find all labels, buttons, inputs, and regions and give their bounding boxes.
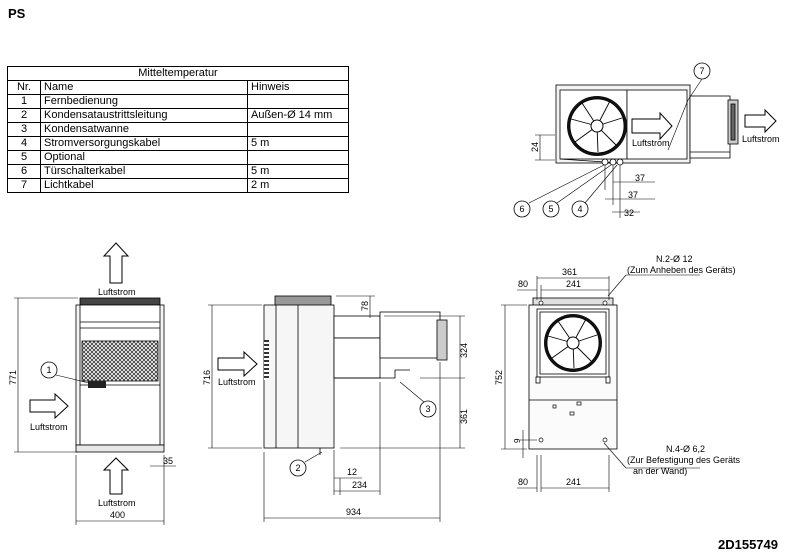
callout-2-label: 2 [295,463,300,473]
dim-side-324: 324 [459,343,469,358]
callout-6-label: 6 [519,204,524,214]
callout-7: 7 [693,62,711,80]
callout-4-label: 4 [577,204,582,214]
back-mounting-holes [538,300,608,443]
dim-top-37a: 37 [635,173,645,183]
holes-wall-label: N.4-Ø 6,2 [666,444,705,454]
dim-top-37b: 37 [628,190,638,200]
holes-lift-label: N.2-Ø 12 [656,254,693,264]
luftstrom-label-side: Luftstrom [218,377,256,387]
callout-4: 4 [571,200,589,218]
front-dimension-lines [14,297,176,525]
dim-side-361: 361 [459,409,469,424]
dim-back-80: 80 [518,279,528,289]
drawing-code: 2D155749 [718,537,778,552]
luftstrom-label-front-left: Luftstrom [30,422,68,432]
dim-front-400: 400 [110,510,125,520]
dim-side-78: 78 [360,301,370,311]
luftstrom-label-front-top: Luftstrom [98,287,136,297]
dim-back-80b: 80 [518,477,528,487]
holes-wall-note-2: an der Wand) [633,466,687,476]
airflow-arrow-front-bottom [102,457,130,495]
luftstrom-label-top-1: Luftstrom [632,138,670,148]
airflow-arrow-front-up [102,242,130,284]
callout-3-label: 3 [425,404,430,414]
dim-front-771: 771 [8,370,18,385]
row-hint: 2 m [247,178,349,193]
dim-side-12: 12 [347,467,357,477]
callout-1-label: 1 [46,365,51,375]
airflow-arrow-top-1 [631,111,673,141]
side-view [263,295,448,455]
callout-3: 3 [399,381,437,418]
front-remote-panel [88,381,106,388]
top-connectors [601,158,624,166]
dim-back-752: 752 [494,370,504,385]
callout-5-label: 5 [548,204,553,214]
airflow-arrow-top-2 [744,108,777,134]
luftstrom-label-front-bottom: Luftstrom [98,498,136,508]
holes-lift-note: (Zum Anheben des Geräts) [627,265,736,275]
dim-side-716: 716 [202,370,212,385]
top-dimension-lines [535,134,655,218]
back-dimension-lines [501,274,700,492]
top-callout-leaders [528,78,703,204]
row-name: Lichtkabel [40,178,248,193]
callout-1: 1 [40,361,90,384]
airflow-arrow-front-left [29,392,69,420]
dim-front-35: 35 [163,456,173,466]
dim-back-241: 241 [566,279,581,289]
callout-5: 5 [542,200,560,218]
header-nr: Nr. [7,80,41,95]
dim-back-361: 361 [562,267,577,277]
dim-back-9: 9 [513,438,522,443]
luftstrom-label-top-2: Luftstrom [742,134,780,144]
side-vents [264,340,269,380]
dim-top-24: 24 [530,142,540,152]
dim-side-234: 234 [352,480,367,490]
back-fan [544,314,602,372]
row-name: Kondensataustrittsleitung [40,108,248,123]
top-fan [567,96,627,156]
holes-wall-note-1: (Zur Befestigung des Geräts [627,455,741,465]
dim-top-32: 32 [624,208,634,218]
airflow-arrow-side [217,350,258,378]
dim-back-241b: 241 [566,477,581,487]
callout-7-label: 7 [699,66,704,76]
front-grill [81,340,159,382]
side-dimension-lines [208,295,465,522]
callout-6: 6 [513,200,531,218]
callout-2: 2 [289,451,323,477]
dim-side-934: 934 [346,507,361,517]
drawing-title: PS [8,6,26,21]
